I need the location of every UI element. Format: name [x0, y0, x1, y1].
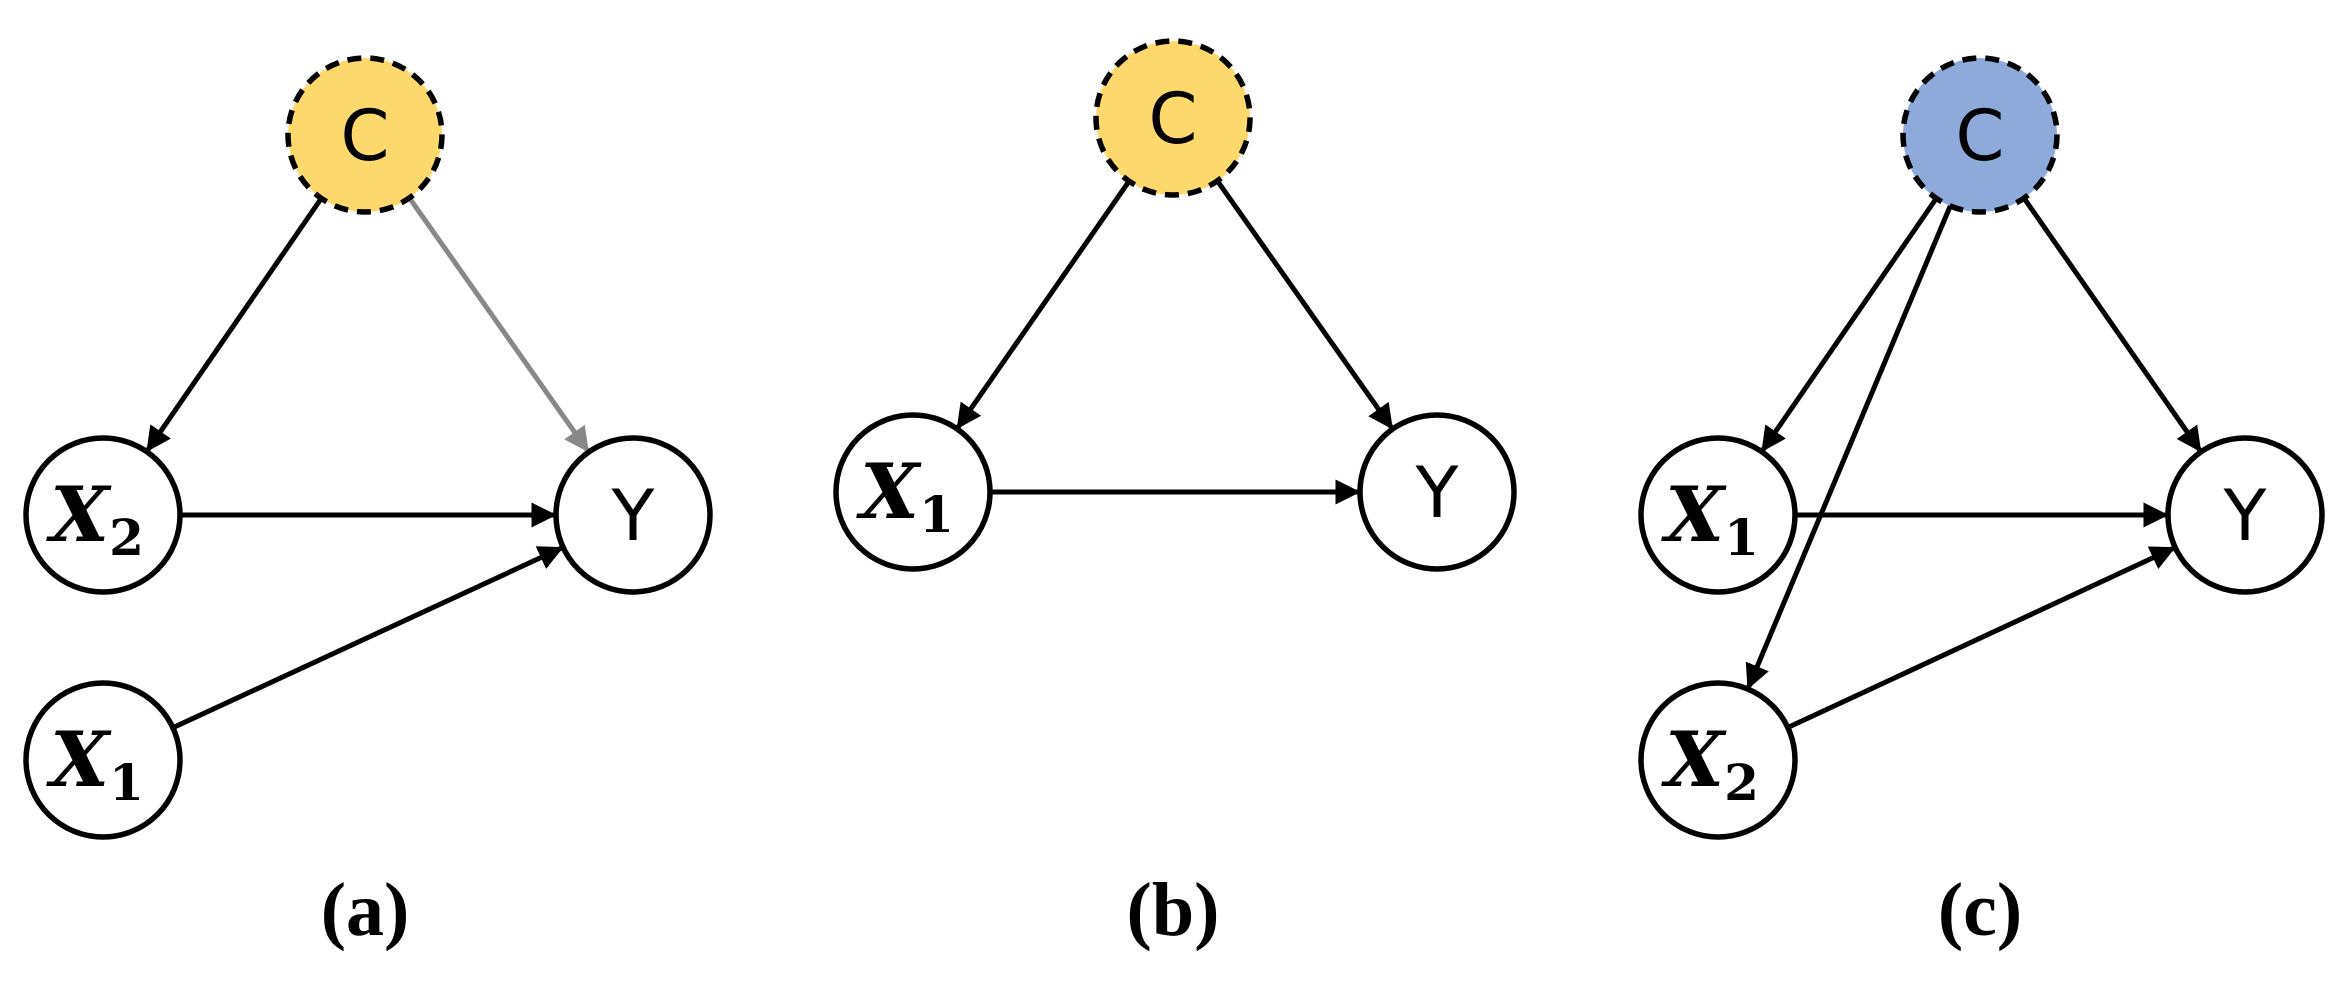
node-label: Y	[611, 475, 655, 557]
node-circle	[1638, 435, 1798, 595]
edge-c-to-x1	[956, 179, 1132, 430]
edge-c-to-x1	[1760, 196, 1939, 453]
node-circle	[1638, 680, 1798, 840]
node-x1: X1	[833, 412, 993, 572]
edge-x2-to-y	[1786, 546, 2176, 730]
node-c: C	[1093, 38, 1253, 198]
node-y: Y	[1357, 412, 1517, 572]
node-y: Y	[2165, 435, 2325, 595]
panel-caption: (b)	[1127, 868, 1220, 952]
node-label: Y	[1415, 452, 1459, 534]
panel-b: C X1 Y (b)	[833, 38, 1517, 952]
node-label: Y	[2223, 475, 2267, 557]
node-circle	[553, 435, 713, 595]
node-x1: X1	[23, 680, 183, 840]
node-label: X1	[856, 447, 954, 544]
variable-subscript: 2	[109, 508, 144, 567]
node-label: C	[1149, 78, 1198, 160]
node-y: Y	[553, 435, 713, 595]
node-c: C	[1900, 55, 2060, 215]
variable-letter: X	[856, 447, 922, 536]
node-circle	[23, 435, 183, 595]
panel-caption: (c)	[1938, 868, 2022, 952]
edge-c-to-x2	[145, 196, 324, 453]
node-c: C	[285, 55, 445, 215]
node-label: X1	[46, 715, 144, 812]
node-label: X1	[1661, 470, 1759, 567]
edge-c-to-x2	[1745, 205, 1953, 690]
node-circle	[23, 680, 183, 840]
variable-letter: X	[1661, 470, 1727, 559]
node-circle	[1900, 55, 2060, 215]
variable-subscript: 2	[1724, 753, 1759, 812]
node-circle	[2165, 435, 2325, 595]
variable-letter: X	[46, 715, 112, 804]
node-label: X2	[46, 470, 144, 567]
node-x1: X1	[1638, 435, 1798, 595]
variable-subscript: 1	[919, 485, 954, 544]
node-circle	[1357, 412, 1517, 572]
edge-c-to-y	[407, 196, 590, 453]
edge-c-to-y	[2021, 196, 2202, 453]
edge-x1-to-y	[171, 545, 564, 730]
variable-letter: X	[1661, 715, 1727, 804]
edge-c-to-y	[1215, 179, 1394, 430]
node-label: C	[341, 95, 390, 177]
node-circle	[833, 412, 993, 572]
variable-letter: X	[46, 470, 112, 559]
variable-subscript: 1	[109, 753, 144, 812]
node-circle	[285, 55, 445, 215]
node-x2: X2	[23, 435, 183, 595]
node-circle	[1093, 38, 1253, 198]
panel-caption: (a)	[321, 868, 410, 952]
node-label: C	[1956, 95, 2005, 177]
node-label: X2	[1661, 715, 1759, 812]
node-x2: X2	[1638, 680, 1798, 840]
variable-subscript: 1	[1724, 508, 1759, 567]
